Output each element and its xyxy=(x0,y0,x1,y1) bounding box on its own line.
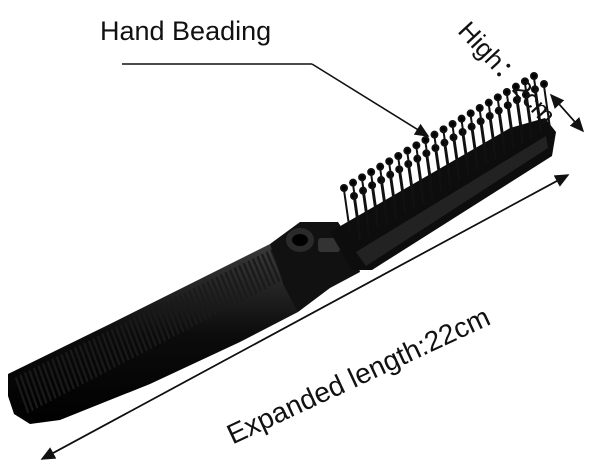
hand-beading-label: Hand Beading xyxy=(100,16,272,46)
brush-section xyxy=(330,72,556,270)
length-dimension-arrow xyxy=(40,174,570,460)
comb-section xyxy=(8,244,298,424)
height-dimension-arrow xyxy=(549,93,585,133)
bead-pointer-arrow xyxy=(122,63,430,137)
